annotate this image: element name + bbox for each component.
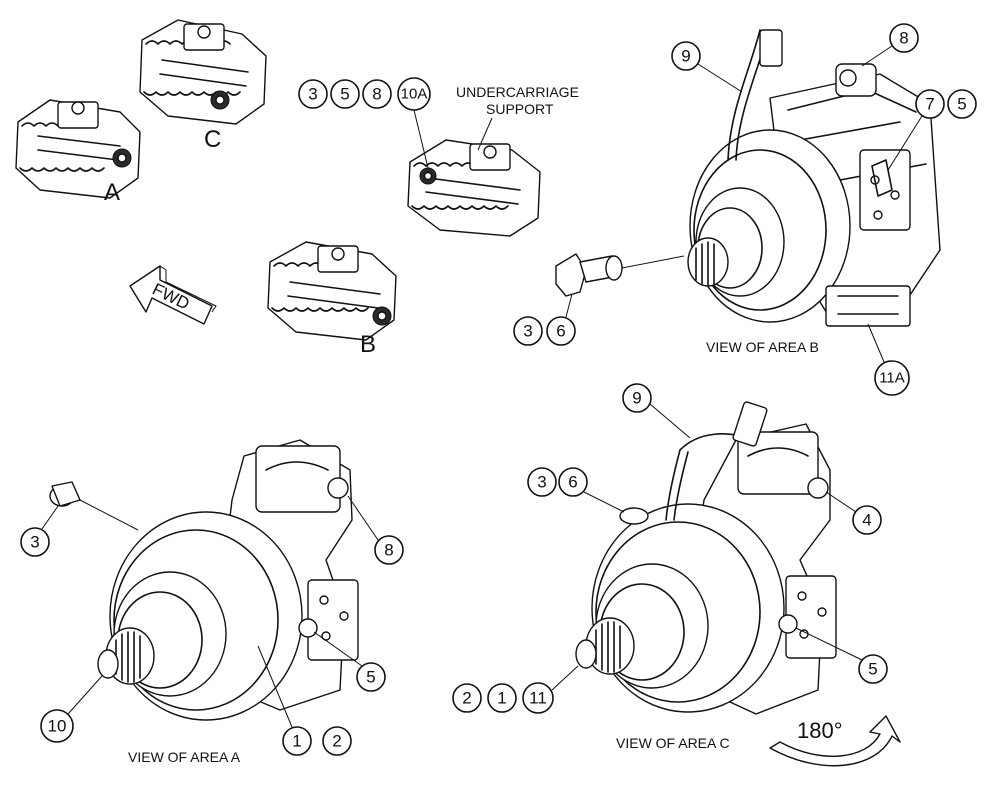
- svg-text:5: 5: [340, 85, 349, 104]
- callout-8-a: 8: [374, 535, 404, 565]
- svg-text:11A: 11A: [879, 370, 905, 387]
- svg-text:6: 6: [568, 473, 577, 492]
- motor-area-c-illustration: [575, 401, 837, 715]
- callout-8-a-leader: [347, 495, 379, 541]
- callout-9-b-leader: [697, 63, 743, 93]
- svg-text:10A: 10A: [401, 86, 428, 103]
- undercarriage-a-illustration: [15, 99, 141, 199]
- callout-10-a: 10: [40, 709, 74, 743]
- callout-11a-b-leader: [867, 323, 885, 363]
- undercarriage-support-label-line2: SUPPORT: [486, 101, 554, 117]
- callout-11a-b: 11A: [874, 360, 910, 396]
- callout-5-c: 5: [858, 654, 888, 684]
- svg-text:3: 3: [537, 473, 546, 492]
- svg-text:5: 5: [366, 668, 375, 687]
- callout-5-a: 5: [356, 662, 386, 692]
- rotation-label: 180°: [797, 718, 843, 743]
- callout-4-c-leader: [825, 491, 857, 513]
- callout-9-c-leader: [649, 403, 691, 439]
- undercarriage-b-illustration: [267, 241, 397, 341]
- callout-1-c: 1: [487, 683, 517, 713]
- undercarriage-c-illustration: [139, 19, 267, 125]
- callout-10-a-leader: [67, 675, 103, 715]
- callout-9-b: 9: [671, 41, 701, 71]
- callout-11-c-leader: [551, 665, 579, 691]
- callout-6-b: 6: [546, 316, 576, 346]
- svg-text:8: 8: [372, 85, 381, 104]
- svg-text:11: 11: [529, 689, 547, 708]
- svg-text:5: 5: [957, 95, 966, 114]
- svg-text:5: 5: [868, 660, 877, 679]
- svg-text:7: 7: [925, 95, 934, 114]
- callout-10a-top: 10A: [397, 77, 431, 111]
- callout-11-c: 11: [522, 682, 554, 714]
- callout-3-c: 3: [527, 467, 557, 497]
- area-a-letter: A: [104, 179, 120, 206]
- callout-8-top: 8: [362, 79, 392, 109]
- callout-1-a: 1: [282, 726, 312, 756]
- callout-5-c-leader: [795, 627, 863, 661]
- area-b-letter: B: [360, 331, 376, 358]
- callout-7-b-leader: [887, 115, 923, 171]
- svg-text:1: 1: [497, 689, 506, 708]
- callout-7-b: 7: [915, 89, 945, 119]
- callout-6-b-leader: [565, 293, 573, 318]
- svg-text:6: 6: [556, 322, 565, 341]
- svg-text:2: 2: [332, 732, 341, 751]
- callout-5-top: 5: [330, 79, 360, 109]
- svg-text:3: 3: [523, 322, 532, 341]
- svg-text:9: 9: [681, 47, 690, 66]
- area-c-letter: C: [204, 126, 221, 153]
- callout-5-b: 5: [947, 89, 977, 119]
- callout-6-c-leader: [583, 491, 625, 513]
- callout-8-b-leader: [861, 45, 893, 67]
- callout-1-a-leader: [257, 645, 293, 728]
- callout-10a-leader: [413, 109, 429, 169]
- svg-text:9: 9: [632, 389, 641, 408]
- callout-3-a: 3: [20, 527, 50, 557]
- view-of-area-a-label: VIEW OF AREA A: [128, 749, 241, 765]
- undercarriage-support-leader: [477, 117, 493, 151]
- svg-text:3: 3: [30, 533, 39, 552]
- undercarriage-support-illustration: [407, 139, 541, 237]
- rotation-arrow: [769, 715, 901, 767]
- undercarriage-support-label-line1: UNDERCARRIAGE: [456, 84, 579, 100]
- motor-area-a-illustration: [49, 439, 359, 721]
- callout-3-a-leader: [41, 505, 59, 530]
- callout-8-b: 8: [889, 23, 919, 53]
- callout-9-c: 9: [622, 383, 652, 413]
- motor-area-b-illustration: [555, 29, 941, 327]
- svg-text:1: 1: [292, 732, 301, 751]
- svg-text:8: 8: [899, 29, 908, 48]
- fwd-arrow: [129, 265, 217, 325]
- callout-3-top: 3: [298, 79, 328, 109]
- view-of-area-c-label: VIEW OF AREA C: [616, 735, 730, 751]
- callout-2-a: 2: [322, 726, 352, 756]
- svg-text:4: 4: [862, 511, 871, 530]
- callout-5-a-leader: [313, 631, 363, 667]
- callout-4-c: 4: [852, 505, 882, 535]
- svg-text:8: 8: [384, 541, 393, 560]
- callout-2-c: 2: [452, 683, 482, 713]
- svg-text:3: 3: [308, 85, 317, 104]
- callout-6-c: 6: [558, 467, 588, 497]
- view-of-area-b-label: VIEW OF AREA B: [706, 339, 819, 355]
- svg-text:2: 2: [462, 689, 471, 708]
- svg-text:10: 10: [48, 717, 67, 736]
- callout-3-b: 3: [513, 316, 543, 346]
